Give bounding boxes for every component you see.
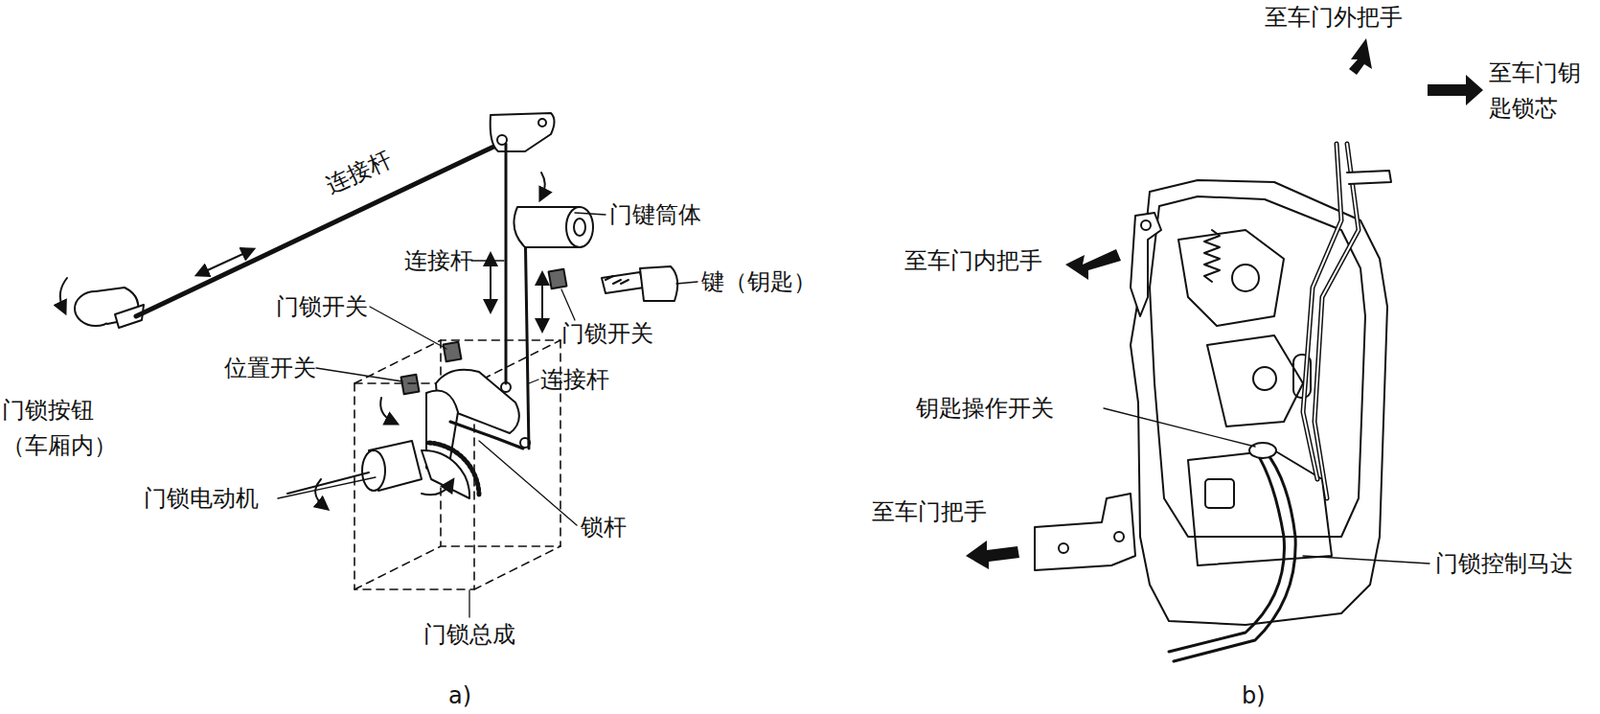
- part-label: 门锁控制马达: [1435, 549, 1574, 578]
- part-label: 位置开关: [224, 354, 317, 383]
- part-label: 连接杆: [404, 247, 474, 275]
- panel-label: b): [1241, 682, 1266, 710]
- part-label: 键（钥匙）: [701, 268, 817, 297]
- direction-label: 至车门内把手: [904, 247, 1043, 275]
- part-label: 锁杆: [580, 513, 627, 542]
- part-label: 门锁开关: [275, 293, 368, 321]
- part-label: 门键筒体: [609, 201, 702, 229]
- direction-label: 至车门外把手: [1264, 3, 1403, 32]
- part-label: 连接杆: [321, 145, 396, 201]
- part-label: 门锁按钮 （车厢内）: [1, 392, 117, 464]
- part-label: 门锁电动机: [143, 484, 259, 513]
- direction-label: 至车门钥 匙锁芯: [1488, 55, 1581, 127]
- part-label: 连接杆: [540, 365, 610, 394]
- direction-label: 至车门把手: [871, 498, 987, 526]
- part-label: 门锁总成: [423, 620, 516, 649]
- panel-label: a): [448, 682, 472, 710]
- part-label: 门锁开关: [561, 320, 654, 348]
- part-label: 钥匙操作开关: [915, 394, 1054, 423]
